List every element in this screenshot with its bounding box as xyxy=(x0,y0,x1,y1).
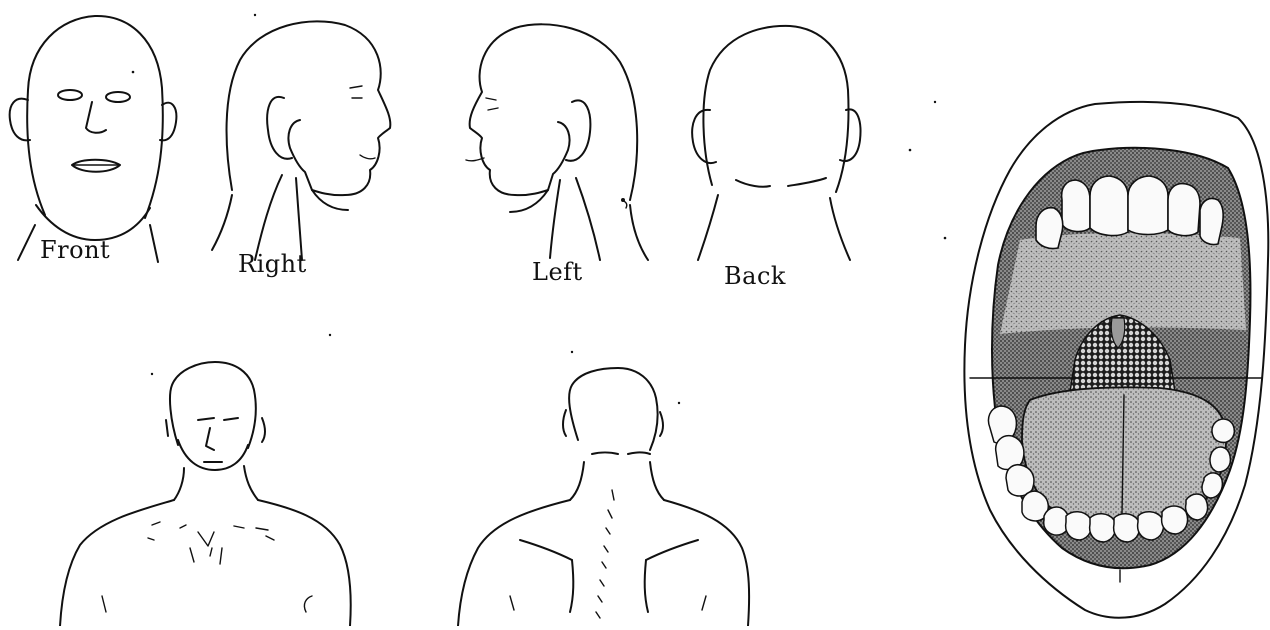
label-back: Back xyxy=(724,262,786,290)
stray-marks xyxy=(132,14,947,404)
label-left: Left xyxy=(532,258,583,286)
label-right: Right xyxy=(238,250,307,278)
torso-back-figure xyxy=(458,368,749,626)
head-left-figure xyxy=(466,24,648,260)
head-back-figure xyxy=(692,26,860,260)
label-front: Front xyxy=(40,236,110,264)
torso-front-figure xyxy=(60,362,351,626)
oral-cavity-figure xyxy=(964,102,1268,618)
head-front-figure xyxy=(10,16,177,262)
head-right-figure xyxy=(212,21,390,260)
